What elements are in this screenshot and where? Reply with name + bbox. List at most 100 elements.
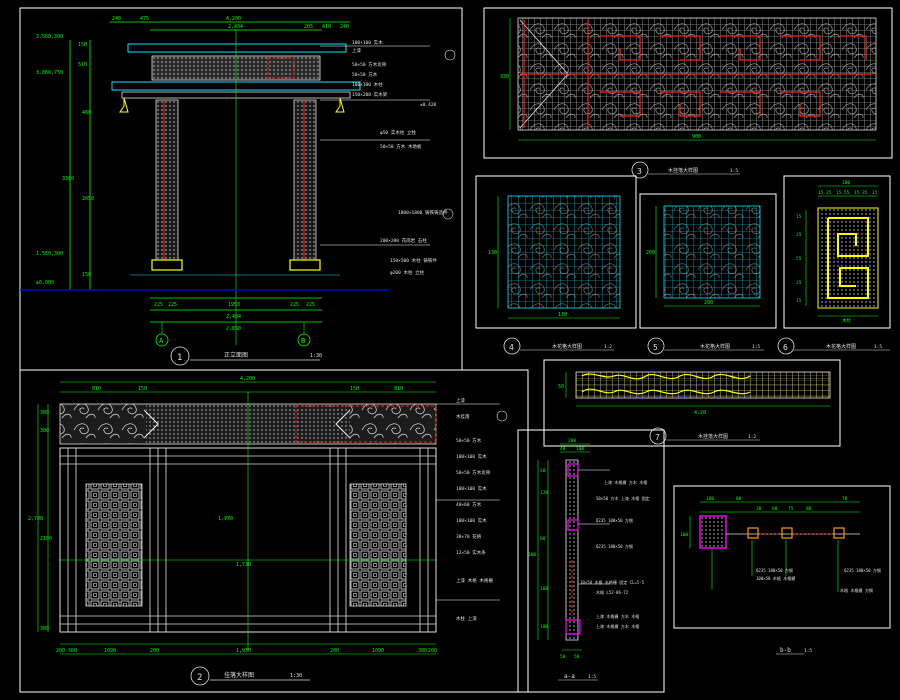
p6-dim-top-3: 15 (836, 190, 842, 196)
p6-dim-left-3: 35 (796, 280, 802, 286)
p1-dim-top-5: 240 (340, 24, 349, 30)
p1-left-dim-5: 150 (82, 272, 91, 278)
p1-left-dim-4: 460 (82, 110, 91, 116)
panel-2-number: 2 (197, 673, 202, 683)
p2-dim-bottom-1: 300 (68, 648, 77, 654)
p8-left-dim-4: 160 (540, 586, 548, 592)
p9-dim-top-6: 70 (842, 496, 848, 502)
p2-dim-top-2: 4,200 (240, 376, 255, 382)
panel-3-frame (483, 7, 893, 159)
p2-callout-3: 100×100 实木 (456, 453, 487, 460)
p1-callout-1: 上漆 (352, 47, 361, 54)
p1-dim-top-3: 205 (304, 24, 313, 30)
p1-callout-4: 100×100 木柱 (352, 81, 383, 88)
panel-5-frame (639, 193, 777, 329)
p8-callout-6: 上漆 木格栅 方木 木格 (596, 613, 639, 619)
p3-dim-h: 900 (692, 134, 701, 140)
p8-dim-top-2: 100 (576, 446, 584, 452)
panel-7-frame (543, 359, 841, 447)
p1-dim-top-1: 475 (140, 16, 149, 22)
p2-callout-8: 30×70 花格 (456, 533, 482, 540)
p4-dim-h: 130 (558, 312, 567, 318)
panel-lattice-detail-3: 330 900 3 木挂落大样图 1:5 (483, 7, 893, 179)
p2-left-dim-4: 300 (40, 626, 49, 632)
p2-dim-bottom-2: 1090 (104, 648, 116, 654)
p1-left-dim-2: 2050 (82, 196, 94, 202)
panel-6-title: 木花格大样图 (826, 343, 856, 350)
p2-callout-5: 100×100 实木 (456, 485, 487, 492)
p1-callout-6: ±0.420 (420, 102, 437, 108)
panel-section-a-a: 200 40 100 50 120 300 80 160 100 上漆 木格栅 … (517, 429, 665, 693)
p9-dim-top-4: 75 (788, 506, 794, 512)
p1-callout-8: 50×50 方木 木地板 (380, 143, 422, 150)
panel-8-title: a-a (564, 673, 575, 680)
p1-callout-10: 200×200 花岗岩 石柱 (380, 237, 427, 244)
p8-left-dim-5: 100 (540, 624, 548, 630)
p1-left-dim-0: 150 (78, 42, 87, 48)
p9-callout-0: Q235 100×50 方钢 (756, 567, 793, 573)
panel-1-title: 正立面图 (224, 351, 248, 359)
p8-left-dim-2: 300 (528, 552, 536, 558)
panel-6-scale: 1:5 (874, 344, 882, 350)
p9-dim-top-5: 80 (806, 506, 812, 512)
panel-2-frame (19, 369, 529, 693)
p2-left-dim-2: 2100 (40, 536, 52, 542)
p8-left-dim-0: 50 (540, 468, 546, 474)
p5-dim-h: 200 (704, 300, 713, 306)
panel-1-scale: 1:30 (310, 353, 322, 359)
p2-dim-bottom-3: 200 (150, 648, 159, 654)
p1-callout-11: 150×500 木柱 铸铁件 (390, 257, 437, 264)
p2-callout-9: 12×50 实木条 (456, 549, 486, 556)
panel-1-number: 1 (177, 353, 182, 363)
panel-4-frame (475, 175, 637, 329)
p1-dim-top-6: 2,404 (228, 24, 243, 30)
p1-dim-bottom-6: 2,850 (226, 326, 241, 332)
panel-screen-elevation: 810 150 4,200 150 810 (19, 369, 529, 693)
panel-section-b-b: 100 80 30 80 75 80 70 100 Q235 100×50 方钢… (673, 485, 891, 655)
p1-dim-bottom-0: 225 (154, 302, 163, 308)
panel-9-frame (673, 485, 891, 629)
p2-left-dim-1: 300 (40, 428, 49, 434)
panel-5-scale: 1:5 (752, 344, 760, 350)
axis-b-label: B (301, 337, 305, 345)
p2-dim-bottom-7: 300 (418, 648, 427, 654)
p2-dim-bottom-4: 1,930 (236, 648, 251, 654)
p6-dim-top-0: 180 (842, 180, 850, 186)
p6-dim-top-6: 35 (862, 190, 868, 196)
panel-5-number: 5 (653, 343, 658, 352)
panel-lattice-detail-5: 200 200 5 木花格大样图 1:5 (639, 193, 777, 355)
panel-9-title: b-b (780, 647, 791, 654)
panel-8-scale: 1:5 (588, 674, 596, 680)
p6-dim-top-7: 15 (872, 190, 878, 196)
p8-dim-bottom-1: 50 (574, 654, 580, 660)
p6-dim-left-2: 55 (796, 256, 802, 262)
panel-2-scale: 1:30 (290, 673, 302, 679)
panel-3-scale: 1:5 (730, 168, 738, 174)
p9-left-dim: 100 (680, 532, 688, 538)
p9-dim-top-3: 80 (772, 506, 778, 512)
p2-callout-1: 木挂落 (456, 413, 470, 420)
p8-dim-top-1: 40 (560, 446, 566, 452)
p8-left-dim-3: 80 (540, 536, 546, 542)
p3-dim-v: 330 (500, 74, 509, 80)
p6-note: 木纹 (842, 317, 851, 324)
panel-9-scale: 1:5 (804, 648, 812, 654)
p1-dim-bottom-3: 225 (290, 302, 299, 308)
p2-callout-4: 50×50 方木龙骨 (456, 469, 491, 476)
p6-dim-top-1: 15 (818, 190, 824, 196)
p1-callout-9: 1800×1800 铸铁铸造件 (398, 209, 448, 216)
p2-callout-7: 100×100 实木 (456, 517, 487, 524)
panel-lattice-detail-6: 180 15 35 15 55 15 35 15 15 35 55 35 15 … (777, 175, 891, 355)
panel-6-number: 6 (783, 343, 788, 352)
p1-dim-top-0: 240 (112, 16, 121, 22)
p8-callout-4: 10×50 木格 木格栅 固定 CL=5-5 (580, 579, 645, 585)
p1-dim-bottom-2: 1950 (228, 302, 240, 308)
p9-dim-top-2: 30 (756, 506, 762, 512)
panel-4-title: 木花格大样图 (552, 343, 582, 350)
p1-dim-bottom-4: 225 (306, 302, 315, 308)
p2-left-dim-0: 300 (40, 410, 49, 416)
p8-left-dim-1: 120 (540, 490, 548, 496)
p2-dim-bottom-8: 200 (428, 648, 437, 654)
p8-callout-1: 50×50 方木 上漆 木格 固定 (596, 495, 650, 501)
p2-dim-top-4: 810 (394, 386, 403, 392)
